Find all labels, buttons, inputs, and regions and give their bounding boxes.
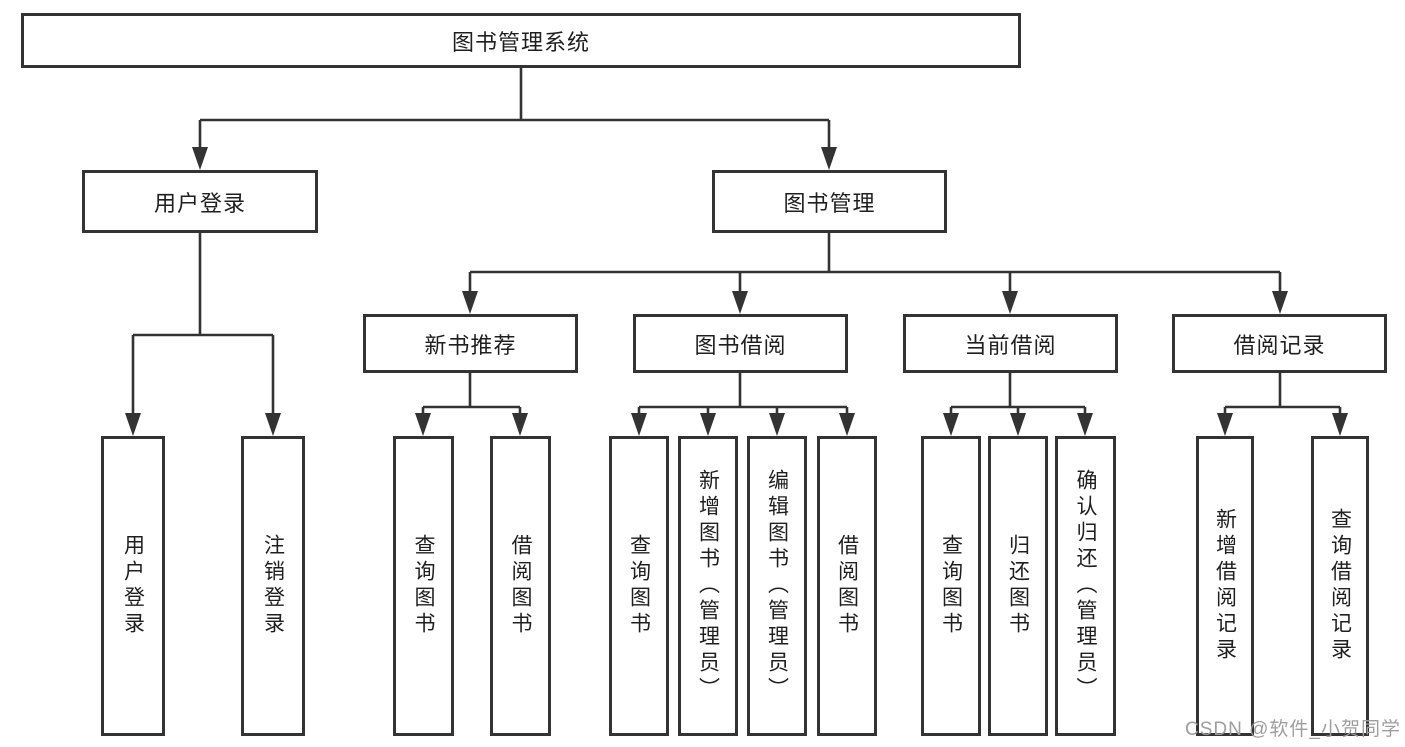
node-current-borrowing-label: 当前借阅 [964,332,1057,358]
leaf-add-books-admin: 新增图书（管理员） [678,436,738,736]
leaf-logout: 注销登录 [241,436,305,736]
leaf-query-books-recommend-label: 查询图书 [412,534,435,638]
node-user-login: 用户登录 [82,170,318,233]
leaf-query-books-borrowing: 查询图书 [609,436,669,736]
node-book-borrowing-label: 图书借阅 [694,332,787,358]
leaf-add-borrow-record-label: 新增借阅记录 [1213,508,1237,664]
node-root: 图书管理系统 [21,13,1021,68]
leaf-borrow-books-recommend-label: 借阅图书 [509,534,532,638]
leaf-borrow-books-recommend: 借阅图书 [490,436,551,736]
node-user-login-label: 用户登录 [153,190,246,216]
leaf-add-borrow-record: 新增借阅记录 [1196,436,1254,736]
leaf-query-borrow-record: 查询借阅记录 [1311,436,1369,736]
leaf-confirm-return-admin: 确认归还（管理员） [1055,436,1116,736]
leaf-return-books: 归还图书 [988,436,1048,736]
leaf-query-borrow-record-label: 查询借阅记录 [1328,508,1352,664]
node-book-management-label: 图书管理 [783,190,876,216]
leaf-borrow-books-borrowing-label: 借阅图书 [835,534,859,638]
node-root-label: 图书管理系统 [451,29,590,55]
node-new-book-recommend: 新书推荐 [363,314,578,373]
leaf-logout-label: 注销登录 [261,534,285,638]
leaf-query-books-recommend: 查询图书 [393,436,454,736]
leaf-edit-books-admin-label: 编辑图书（管理员） [765,469,789,703]
watermark: CSDN @软件_小贺同学 [1185,719,1401,740]
leaf-return-books-label: 归还图书 [1006,534,1030,638]
node-new-book-recommend-label: 新书推荐 [424,332,517,358]
node-current-borrowing: 当前借阅 [903,314,1118,373]
leaf-borrow-books-borrowing: 借阅图书 [817,436,877,736]
leaf-add-books-admin-label: 新增图书（管理员） [696,469,720,703]
leaf-user-login: 用户登录 [101,436,165,736]
leaf-query-books-current-label: 查询图书 [939,534,963,638]
node-borrowing-records-label: 借阅记录 [1233,332,1326,358]
node-borrowing-records: 借阅记录 [1172,314,1387,373]
leaf-query-books-borrowing-label: 查询图书 [627,534,651,638]
node-book-borrowing: 图书借阅 [633,314,848,373]
node-book-management: 图书管理 [712,170,947,233]
leaf-query-books-current: 查询图书 [921,436,981,736]
leaf-confirm-return-admin-label: 确认归还（管理员） [1074,469,1097,703]
leaf-user-login-label: 用户登录 [121,534,145,638]
leaf-edit-books-admin: 编辑图书（管理员） [747,436,807,736]
